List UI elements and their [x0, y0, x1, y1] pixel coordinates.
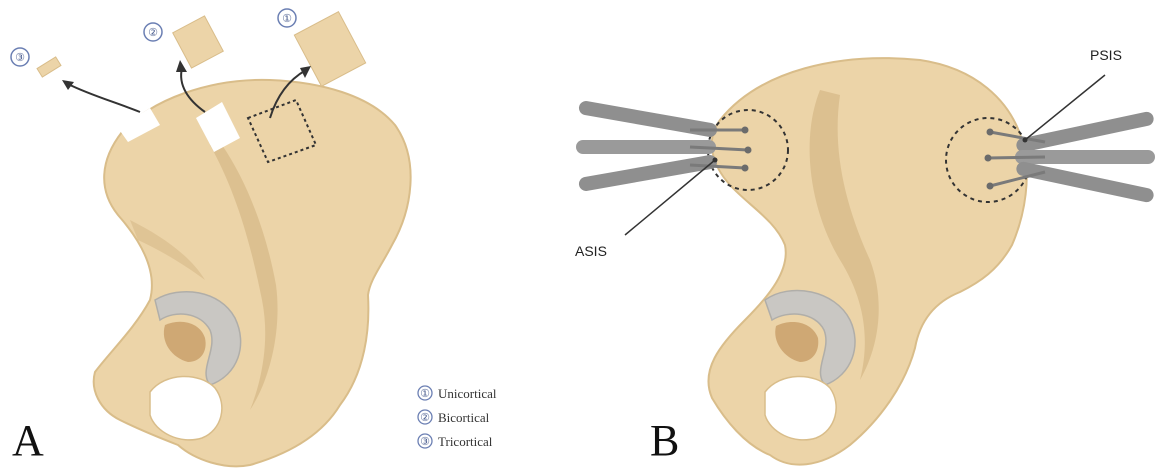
graft-number-1: ① [278, 9, 296, 27]
psis-label: PSIS [1090, 47, 1122, 63]
svg-text:①: ① [282, 13, 292, 25]
svg-text:Bicortical: Bicortical [438, 410, 490, 425]
svg-text:Tricortical: Tricortical [438, 434, 493, 449]
panel-label-a: A [12, 416, 44, 465]
asis-callout-dot [713, 158, 718, 163]
legend-item-bicortical: ② Bicortical [418, 410, 490, 425]
svg-text:②: ② [420, 412, 430, 424]
bicortical-graft [173, 16, 224, 68]
tricortical-graft [37, 57, 61, 77]
panel-a: ③ ② ① ① Unicortical ② Bicortical ③ [11, 9, 497, 466]
legend: ① Unicortical ② Bicortical ③ Tricortical [418, 386, 497, 449]
obturator-foramen-b [765, 376, 836, 439]
svg-text:②: ② [148, 27, 158, 39]
psis-callout-dot [1023, 138, 1028, 143]
svg-text:③: ③ [420, 436, 430, 448]
graft-number-3: ③ [11, 48, 29, 66]
graft-number-2: ② [144, 23, 162, 41]
arrowhead-bicortical [176, 60, 187, 72]
svg-text:③: ③ [15, 52, 25, 64]
iliac-bone-a [94, 80, 411, 466]
asis-label: ASIS [575, 243, 607, 259]
svg-text:Unicortical: Unicortical [438, 386, 497, 401]
arrow-tricortical [68, 84, 140, 112]
obturator-foramen-a [150, 376, 222, 439]
panel-label-b: B [650, 416, 679, 465]
svg-text:①: ① [420, 388, 430, 400]
panel-b: ASIS PSIS B [575, 47, 1155, 465]
legend-item-unicortical: ① Unicortical [418, 386, 497, 401]
legend-item-tricortical: ③ Tricortical [418, 434, 493, 449]
